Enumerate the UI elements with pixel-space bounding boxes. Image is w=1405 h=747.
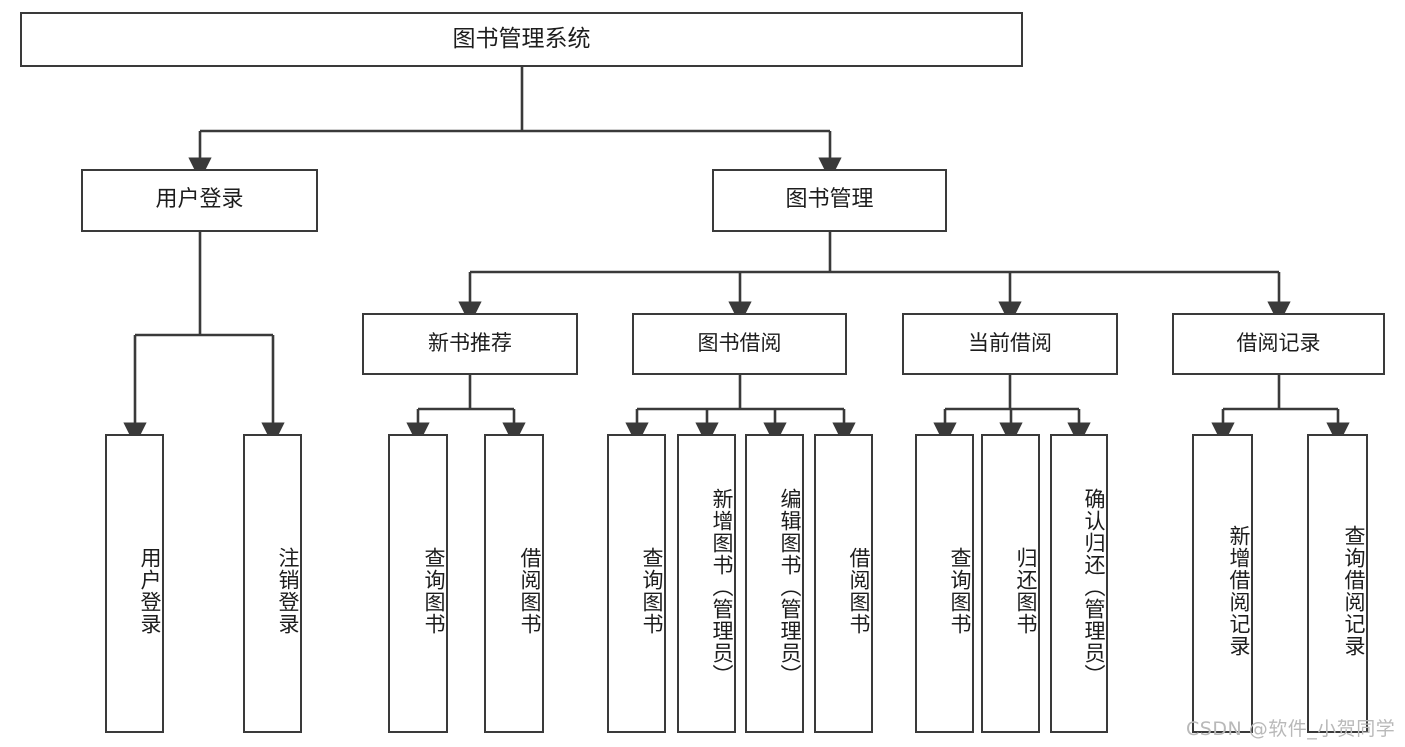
node-leaf-query-book-borrow[interactable]: 查询图书 <box>607 434 666 733</box>
watermark: CSDN @软件_小贺同学 <box>1186 718 1396 740</box>
node-leaf-query-borrow-record[interactable]: 查询借阅记录 <box>1307 434 1368 733</box>
node-leaf-borrow-book[interactable]: 借阅图书 <box>814 434 873 733</box>
node-book-manage[interactable]: 图书管理 <box>712 169 947 232</box>
node-leaf-user-login[interactable]: 用户登录 <box>105 434 164 733</box>
node-new-book-recommend[interactable]: 新书推荐 <box>362 313 578 375</box>
node-current-borrow[interactable]: 当前借阅 <box>902 313 1118 375</box>
node-leaf-borrow-book-recommend[interactable]: 借阅图书 <box>484 434 544 733</box>
node-leaf-return-book[interactable]: 归还图书 <box>981 434 1040 733</box>
node-user-login[interactable]: 用户登录 <box>81 169 318 232</box>
node-leaf-query-book-current[interactable]: 查询图书 <box>915 434 974 733</box>
node-leaf-query-book-recommend[interactable]: 查询图书 <box>388 434 448 733</box>
node-leaf-add-book[interactable]: 新增图书（管理员） <box>677 434 736 733</box>
node-leaf-edit-book[interactable]: 编辑图书（管理员） <box>745 434 804 733</box>
node-root[interactable]: 图书管理系统 <box>20 12 1023 67</box>
node-leaf-add-borrow-record[interactable]: 新增借阅记录 <box>1192 434 1253 733</box>
node-book-borrow[interactable]: 图书借阅 <box>632 313 847 375</box>
node-borrow-record[interactable]: 借阅记录 <box>1172 313 1385 375</box>
node-leaf-confirm-return[interactable]: 确认归还（管理员） <box>1050 434 1108 733</box>
node-leaf-user-logout[interactable]: 注销登录 <box>243 434 302 733</box>
